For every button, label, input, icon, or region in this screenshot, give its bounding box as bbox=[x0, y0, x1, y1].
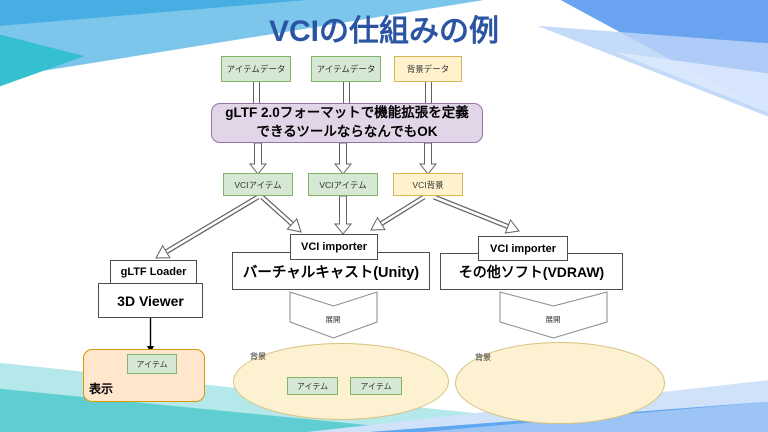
arrow-vcibg-to-midimporter-fill bbox=[380, 195, 425, 225]
scene-mid-item-2: アイテム bbox=[350, 377, 402, 395]
node-vci-importer-right: VCI importer bbox=[478, 236, 568, 261]
node-item-data-2: アイテムデータ bbox=[311, 56, 381, 82]
arrow-vci1-to-loader-head bbox=[155, 244, 171, 259]
expand-label-mid: 展開 bbox=[325, 315, 341, 324]
scene-mid-item-1: アイテム bbox=[287, 377, 338, 395]
scene-mid-bg-label: 背景 bbox=[250, 352, 266, 361]
scene-right-bg-label: 背景 bbox=[475, 353, 491, 362]
expand-chevron-mid bbox=[289, 291, 378, 339]
arrow-tool-to-vci2 bbox=[333, 142, 353, 175]
arrow-item1-to-tool bbox=[253, 82, 260, 103]
node-background-data: 背景データ bbox=[394, 56, 462, 82]
arrow-vcibg-to-rightimporter-head bbox=[504, 219, 520, 234]
node-vci-item-1: VCIアイテム bbox=[223, 173, 293, 196]
node-gltf-loader: gLTF Loader bbox=[110, 260, 197, 284]
gltf-tool-line1: gLTF 2.0フォーマットで機能拡張を定義 bbox=[225, 105, 469, 121]
node-gltf-tool: gLTF 2.0フォーマットで機能拡張を定義 できるツールならなんでもOK bbox=[211, 103, 483, 143]
expand-chevron-right bbox=[499, 291, 608, 339]
arrow-vci1-to-loader-fill bbox=[165, 195, 259, 253]
arrow-vci1-to-importer-head bbox=[286, 217, 302, 233]
display-item-chip: アイテム bbox=[127, 354, 177, 374]
arrow-item2-to-tool bbox=[343, 82, 350, 103]
arrow-tool-to-vci1 bbox=[248, 142, 268, 175]
slide-title: VCIの仕組みの例 bbox=[268, 15, 499, 48]
gltf-tool-line2: できるツールならなんでもOK bbox=[256, 124, 438, 139]
arrow-vci2-to-importer bbox=[333, 195, 353, 235]
display-label: 表示 bbox=[89, 382, 114, 396]
arrow-bgdata-to-tool bbox=[425, 82, 432, 103]
node-3d-viewer: 3D Viewer bbox=[98, 283, 203, 318]
arrow-vcibg-to-midimporter-head bbox=[370, 216, 386, 231]
node-vci-item-2: VCIアイテム bbox=[308, 173, 378, 196]
expand-label-right: 展開 bbox=[545, 315, 561, 324]
node-item-data-1: アイテムデータ bbox=[221, 56, 291, 82]
node-vci-background: VCI背景 bbox=[393, 173, 463, 196]
arrow-vci1-to-importer-fill bbox=[261, 196, 293, 225]
arrow-vcibg-to-rightimporter-fill bbox=[433, 195, 509, 228]
node-vci-importer-mid: VCI importer bbox=[290, 234, 378, 260]
node-app-virtualcast: バーチャルキャスト(Unity) bbox=[232, 252, 430, 290]
arrow-tool-to-vcibg bbox=[418, 142, 438, 175]
